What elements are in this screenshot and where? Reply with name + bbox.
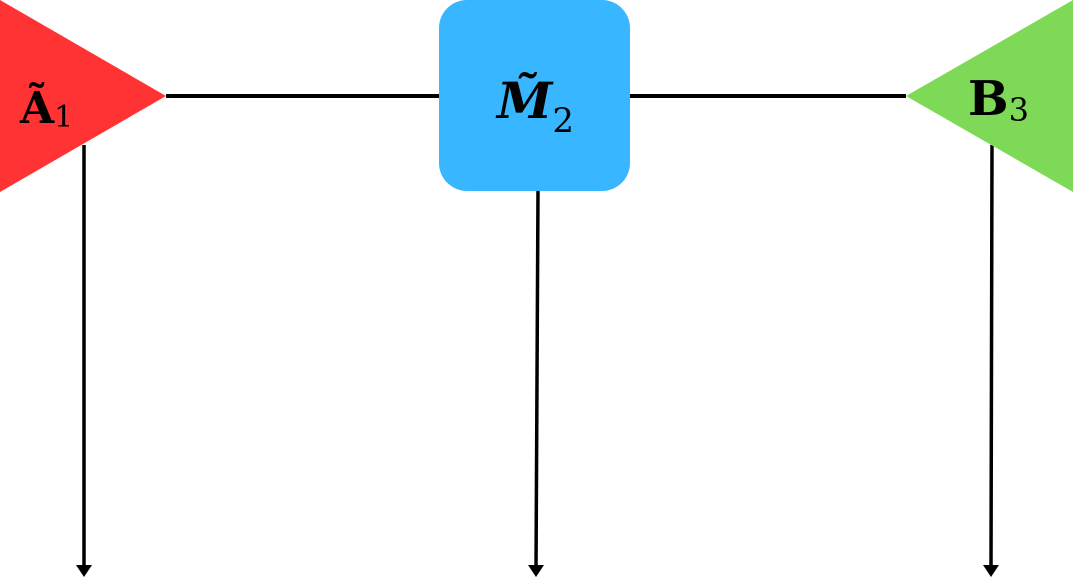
- tensor-node-center: M̃2: [439, 0, 630, 191]
- tensor-node-right-shape: [906, 0, 1073, 192]
- tensor-node-right-label: B3: [968, 71, 1029, 129]
- leg-right: [989, 144, 994, 571]
- tensor-node-left-shape: [0, 0, 166, 192]
- tensor-node-left: Ã1: [0, 0, 166, 192]
- tensor-node-center-label: M̃2: [495, 71, 574, 141]
- tensor-node-right: B3: [906, 0, 1073, 192]
- leg-center: [534, 189, 540, 571]
- leg-right-arrowhead: [983, 565, 999, 577]
- leg-center-arrowhead: [528, 565, 544, 577]
- tensor-node-left-label: Ã1: [19, 81, 73, 135]
- leg-left-arrowhead: [76, 565, 92, 577]
- tensor-node-center-shape: [439, 0, 630, 191]
